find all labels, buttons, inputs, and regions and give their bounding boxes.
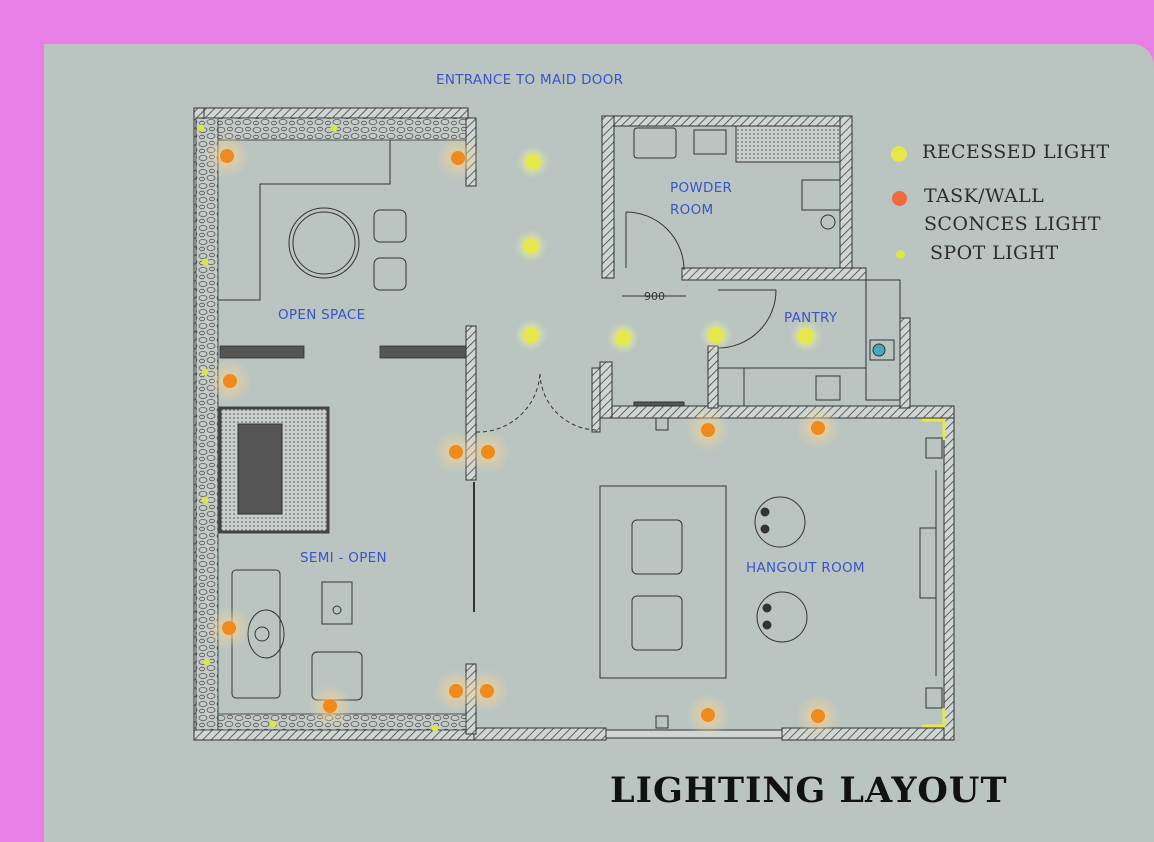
task-wall-sconce-light <box>449 684 463 698</box>
task-wall-sconce-light <box>323 699 337 713</box>
task-wall-sconce-light <box>701 423 715 437</box>
spot-light <box>201 496 209 504</box>
task-wall-sconce-light <box>481 445 495 459</box>
lights <box>197 124 825 732</box>
recessed-light <box>615 330 631 346</box>
legend-spot-icon <box>896 250 905 259</box>
task-wall-sconce-light <box>223 374 237 388</box>
task-wall-sconce-light <box>480 684 494 698</box>
spot-light <box>269 720 277 728</box>
entrance-label: ENTRANCE TO MAID DOOR <box>436 72 624 88</box>
spot-light <box>201 368 209 376</box>
hangout-furniture <box>599 418 946 728</box>
pantry-label: PANTRY <box>784 310 838 326</box>
task-wall-sconce-light <box>811 709 825 723</box>
recessed-light <box>525 154 541 170</box>
spot-light <box>330 124 338 132</box>
semi-open-label: SEMI - OPEN <box>300 550 387 566</box>
page-title: LIGHTING LAYOUT <box>610 770 1008 811</box>
legend-task-icon <box>892 191 907 206</box>
spot-light <box>203 658 211 666</box>
powder-room-label-line1: POWDER <box>670 180 733 196</box>
central-doors <box>473 371 669 729</box>
task-wall-sconce-light <box>449 445 463 459</box>
legend-recessed-label: RECESSED LIGHT <box>922 141 1110 163</box>
legend-recessed-icon <box>891 146 907 162</box>
legend-task-label-line1: TASK/WALL <box>924 185 1045 207</box>
recessed-light <box>523 238 539 254</box>
task-wall-sconce-light <box>222 621 236 635</box>
legend-task-label-line2: SCONCES LIGHT <box>924 213 1101 235</box>
pantry-fixtures <box>633 279 901 407</box>
task-wall-sconce-light <box>811 421 825 435</box>
recessed-light <box>708 327 724 343</box>
spot-light <box>201 258 209 266</box>
semi-open-furniture <box>218 406 363 701</box>
powder-room-label-line2: ROOM <box>670 202 714 218</box>
open-space-furniture <box>218 140 407 301</box>
task-wall-sconce-light <box>451 151 465 165</box>
recessed-light <box>798 328 814 344</box>
task-wall-sconce-light <box>701 708 715 722</box>
open-space-label: OPEN SPACE <box>278 307 366 323</box>
hangout-room-label: HANGOUT ROOM <box>746 560 865 576</box>
door-dimension: 900 <box>644 290 665 303</box>
spot-light <box>431 724 439 732</box>
powder-room-fixtures <box>622 125 841 297</box>
spot-light <box>197 124 205 132</box>
task-wall-sconce-light <box>220 149 234 163</box>
legend-spot-label: SPOT LIGHT <box>930 242 1059 264</box>
recessed-light <box>523 327 539 343</box>
